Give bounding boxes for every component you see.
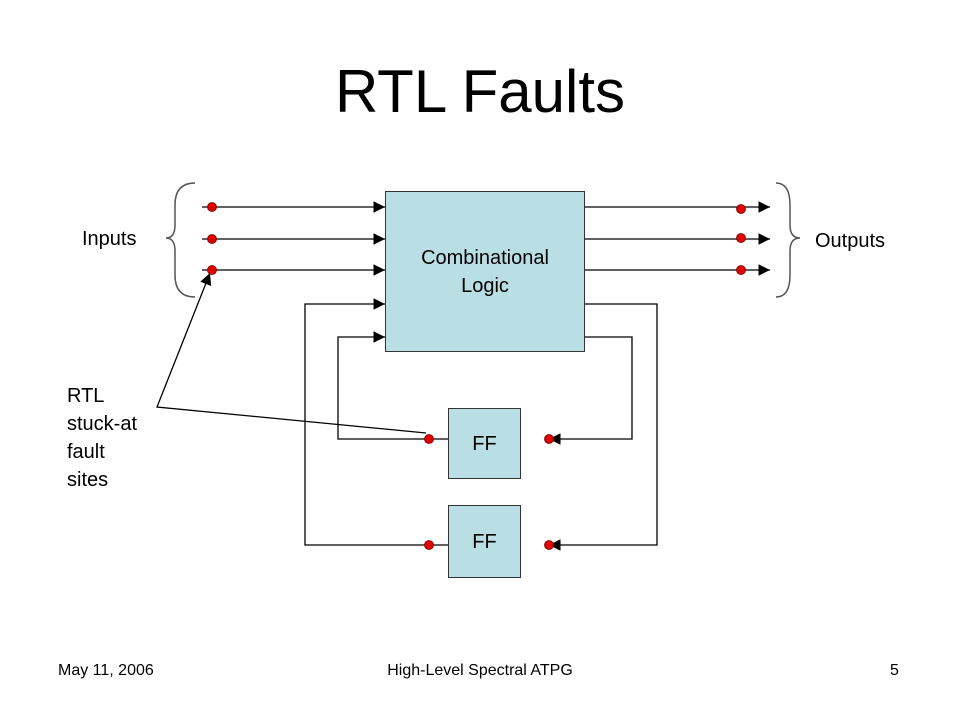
feedback-inner-in: [337, 331, 448, 440]
fault-dot-output-3: [736, 265, 746, 275]
fault-dot-output-1: [736, 204, 746, 214]
fault-dot-output-2: [736, 233, 746, 243]
combinational-label-line1: Combinational: [421, 246, 549, 269]
fault-dot-input-3: [207, 265, 217, 275]
annotation-line-1: RTL: [67, 385, 105, 407]
outputs-label: Outputs: [815, 230, 886, 252]
footer-page-number: 5: [890, 662, 899, 679]
fault-sites: [207, 202, 746, 550]
footer-title: High-Level Spectral ATPG: [387, 662, 573, 679]
fault-dot-ff2-in: [544, 540, 554, 550]
flip-flop-top: FF: [448, 408, 521, 479]
annotation-pointer: [156, 272, 427, 434]
ff-top-label: FF: [472, 432, 497, 455]
annotation-line-2: stuck-at: [67, 413, 138, 435]
feedback-outer-out: [549, 303, 658, 551]
ff-bottom-label: FF: [472, 530, 497, 553]
outputs-brace: [775, 182, 801, 298]
combinational-label-line2: Logic: [461, 274, 509, 297]
flip-flop-bottom: FF: [448, 505, 521, 578]
combinational-logic-block: Combinational Logic: [385, 191, 585, 352]
fault-dot-ff1-out: [424, 434, 434, 444]
slide-title: RTL Faults: [334, 58, 626, 125]
fault-dot-ff1-in: [544, 434, 554, 444]
footer-date: May 11, 2006: [58, 662, 154, 679]
annotation-line-4: sites: [67, 469, 109, 491]
fault-dot-input-2: [207, 234, 217, 244]
inputs-label: Inputs: [82, 228, 137, 250]
feedback-outer-in: [304, 298, 448, 546]
feedback-inner-out: [549, 336, 633, 445]
fault-sites-annotation: RTL stuck-at fault sites: [67, 382, 137, 494]
inputs-brace: [165, 182, 196, 298]
fault-dot-input-1: [207, 202, 217, 212]
annotation-line-3: fault: [67, 441, 105, 463]
fault-dot-ff2-out: [424, 540, 434, 550]
